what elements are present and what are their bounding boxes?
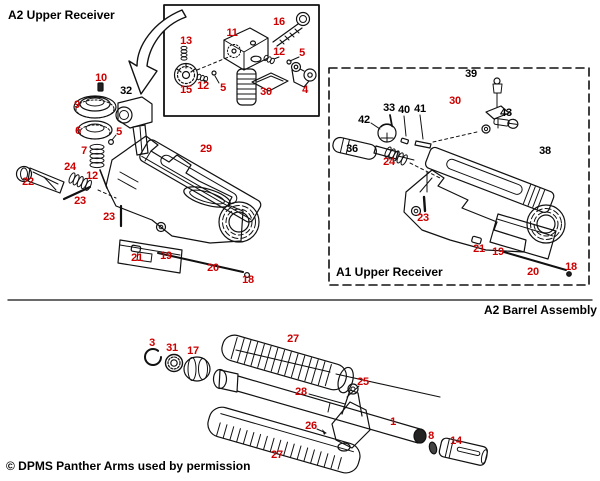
part-label-a1-upper-38: 38 xyxy=(539,145,551,157)
a2-receiver-drawing xyxy=(105,135,262,279)
part-label-a2-barrel-17: 17 xyxy=(187,345,199,357)
a1-receiver-drawing xyxy=(332,77,572,277)
part-label-a2-upper-10: 10 xyxy=(95,72,107,84)
part-label-a2-barrel-14: 14 xyxy=(450,435,462,447)
part-label-a1-upper-36: 36 xyxy=(346,143,358,155)
part-label-a1-upper-41: 41 xyxy=(414,103,426,115)
part-label-rear-sight-detail-11: 11 xyxy=(226,27,238,39)
part-label-rear-sight-detail-5: 5 xyxy=(299,47,305,59)
part-label-rear-sight-detail-4: 4 xyxy=(302,84,308,96)
part-label-rear-sight-detail-12: 12 xyxy=(197,80,209,92)
part-label-a2-upper-20: 20 xyxy=(207,262,219,274)
a2-upper-receiver-title: A2 Upper Receiver xyxy=(8,8,115,22)
part-label-rear-sight-detail-12: 12 xyxy=(273,46,285,58)
part-label-a2-upper-23: 23 xyxy=(74,195,86,207)
part-label-rear-sight-detail-15: 15 xyxy=(180,84,192,96)
part-label-rear-sight-detail-5: 5 xyxy=(220,82,226,94)
part-label-a1-upper-40: 40 xyxy=(398,104,410,116)
part-label-a2-upper-18: 18 xyxy=(242,274,254,286)
part-label-a1-upper-42: 42 xyxy=(358,114,370,126)
part-label-a2-barrel-3: 3 xyxy=(149,337,155,349)
detail-callout-arrow xyxy=(128,9,187,95)
part-label-a2-barrel-25: 25 xyxy=(357,376,369,388)
part-label-rear-sight-detail-16: 16 xyxy=(273,16,285,28)
a1-upper-receiver-title: A1 Upper Receiver xyxy=(336,265,443,279)
part-label-a1-upper-23: 23 xyxy=(417,212,429,224)
part-label-a2-upper-6: 6 xyxy=(75,125,81,137)
part-label-rear-sight-detail-13: 13 xyxy=(180,35,192,47)
a1-dashed-box xyxy=(328,67,590,286)
part-label-rear-sight-detail-30: 30 xyxy=(260,86,272,98)
part-label-a2-upper-9: 9 xyxy=(74,99,80,111)
part-label-a1-upper-21: 21 xyxy=(473,243,485,255)
part-label-a2-barrel-26: 26 xyxy=(305,420,317,432)
part-label-a2-barrel-28: 28 xyxy=(295,386,307,398)
part-label-a1-upper-33: 33 xyxy=(383,102,395,114)
rear-sight-detail-box xyxy=(163,4,320,117)
part-label-a1-upper-43: 43 xyxy=(500,107,512,119)
part-label-a2-barrel-8: 8 xyxy=(428,430,434,442)
barrel-assembly-drawing xyxy=(144,334,488,474)
part-label-a2-barrel-1: 1 xyxy=(390,416,396,428)
part-label-a1-upper-18: 18 xyxy=(565,261,577,273)
part-label-a2-upper-29: 29 xyxy=(200,143,212,155)
part-label-a2-upper-23: 23 xyxy=(103,211,115,223)
part-label-a2-barrel-27: 27 xyxy=(271,449,283,461)
part-label-a2-barrel-31: 31 xyxy=(166,342,178,354)
part-label-a2-barrel-27: 27 xyxy=(287,333,299,345)
part-label-a2-upper-19: 19 xyxy=(160,250,172,262)
part-label-a2-upper-24: 24 xyxy=(64,161,76,173)
part-label-a1-upper-30: 30 xyxy=(449,95,461,107)
rear-sight-detail-drawing xyxy=(173,11,317,106)
a2-barrel-assembly-title: A2 Barrel Assembly xyxy=(484,303,597,317)
part-label-a1-upper-19: 19 xyxy=(492,246,504,258)
part-label-a2-upper-32: 32 xyxy=(120,85,132,97)
part-label-a2-upper-22: 22 xyxy=(22,176,34,188)
part-label-a2-upper-7: 7 xyxy=(81,145,87,157)
copyright-notice: © DPMS Panther Arms used by permission xyxy=(6,459,251,473)
part-label-a2-upper-12: 12 xyxy=(86,170,98,182)
part-label-a1-upper-39: 39 xyxy=(465,68,477,80)
part-label-a2-upper-5: 5 xyxy=(116,126,122,138)
part-label-a2-upper-21: 21 xyxy=(131,252,143,264)
part-label-a1-upper-24: 24 xyxy=(383,156,395,168)
part-label-a1-upper-20: 20 xyxy=(527,266,539,278)
